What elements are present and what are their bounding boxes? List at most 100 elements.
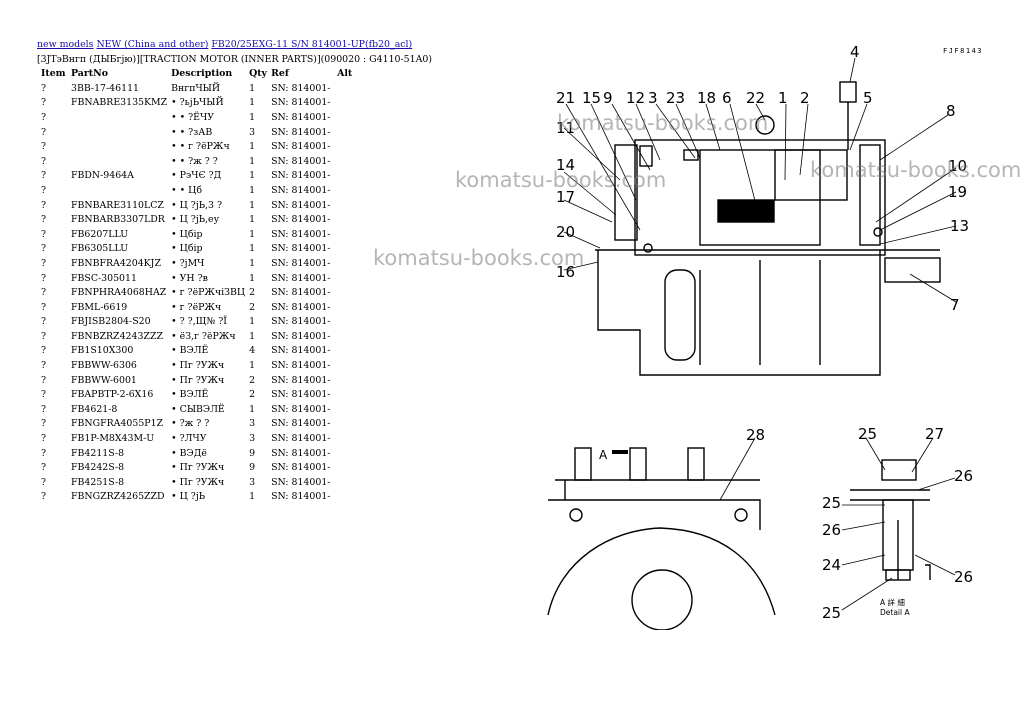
- cell-item: ?: [41, 184, 47, 196]
- cell-ref: SN: 814001-: [271, 345, 331, 357]
- cell-partno: FBML-6619: [71, 301, 128, 313]
- header-alt: Alt: [337, 68, 353, 80]
- cell-description: • г ?ёРЖчіЗВЦ: [171, 287, 246, 299]
- breadcrumb-link-model[interactable]: FB20/25EXG-11 S/N 814001-UP(fb20_acl): [211, 39, 413, 50]
- cell-item: ?: [41, 374, 47, 386]
- callout-label: 17: [556, 188, 575, 206]
- cell-description: • • ?ж ? ?: [171, 155, 218, 167]
- cell-ref: SN: 814001-: [271, 403, 331, 415]
- callout-label: 26: [822, 521, 841, 539]
- header-qty: Qty: [249, 68, 268, 80]
- callout-label: 12: [626, 89, 645, 107]
- cell-ref: SN: 814001-: [271, 257, 331, 269]
- cell-qty: 1: [249, 360, 256, 372]
- callout-label: 21: [556, 89, 575, 107]
- cell-description: • УН ?в: [171, 272, 208, 284]
- detail-caption-jp: A 詳 細: [880, 598, 905, 607]
- cell-alt: [335, 432, 359, 447]
- cell-alt: [335, 228, 359, 243]
- cell-qty: 1: [249, 82, 256, 94]
- cell-partno: FBNBARE3110LCZ: [71, 199, 164, 211]
- vent-slots: [664, 269, 696, 361]
- cell-qty: 3: [249, 433, 256, 445]
- cell-item: ?: [41, 447, 47, 459]
- cell-alt: [335, 301, 359, 316]
- cell-alt: [335, 388, 359, 403]
- cell-ref: SN: 814001-: [271, 82, 331, 94]
- cell-description: • Пг ?УЖч: [171, 374, 225, 386]
- cell-qty: 9: [249, 447, 256, 459]
- cell-partno: FB4242S-8: [71, 462, 125, 474]
- cell-item: ?: [41, 214, 47, 226]
- cell-alt: [335, 257, 359, 272]
- cell-description: • Цбір: [171, 228, 203, 240]
- cell-qty: 2: [249, 301, 256, 313]
- cell-ref: SN: 814001-: [271, 360, 331, 372]
- cell-partno: FBNBARB3307LDR: [71, 214, 165, 226]
- cell-alt: [335, 330, 359, 345]
- cell-ref: SN: 814001-: [271, 228, 331, 240]
- cell-description: • г ?ёРЖч: [171, 301, 222, 313]
- cell-qty: 1: [249, 272, 256, 284]
- cell-qty: 1: [249, 330, 256, 342]
- parts-list-panel: new models NEW (China and other) FB20/25…: [37, 38, 507, 505]
- callout-label: 14: [556, 156, 575, 174]
- cell-qty: 2: [249, 374, 256, 386]
- callout-label: 13: [950, 217, 969, 235]
- cell-description: • Цбір: [171, 243, 203, 255]
- callout-label: 23: [666, 89, 685, 107]
- cell-partno: FB1P-M8X43M-U: [71, 433, 155, 445]
- cell-description: • СЫВЭЛЁ: [171, 403, 225, 415]
- cell-partno: FBAPBTP-2-6X16: [71, 389, 154, 401]
- cell-partno: FBSC-305011: [71, 272, 137, 284]
- callout-label: 26: [954, 568, 973, 586]
- cell-description: ВнгпЧЫЙ: [171, 82, 221, 94]
- cell-ref: SN: 814001-: [271, 316, 331, 328]
- breadcrumb-link-new-models[interactable]: new models: [37, 39, 94, 50]
- cell-ref: SN: 814001-: [271, 126, 331, 138]
- cell-qty: 3: [249, 418, 256, 430]
- cell-partno: [69, 184, 169, 199]
- cell-qty: 1: [249, 111, 256, 123]
- callout-label: 22: [746, 89, 765, 107]
- cell-qty: 1: [249, 97, 256, 109]
- cell-alt: [335, 184, 359, 199]
- cell-alt: [335, 403, 359, 418]
- cell-description: • ?ЛЧУ: [171, 433, 207, 445]
- leader-lines: [563, 57, 957, 611]
- breadcrumb-link-region[interactable]: NEW (China and other): [96, 39, 209, 50]
- cell-partno: 3BB-17-46111: [71, 82, 140, 94]
- watermark-3: komatsu-books.com: [810, 158, 1022, 182]
- cell-item: ?: [41, 476, 47, 488]
- breadcrumb: new models NEW (China and other) FB20/25…: [37, 38, 507, 53]
- cell-ref: SN: 814001-: [271, 287, 331, 299]
- cell-partno: FBNGFRA4055P1Z: [71, 418, 164, 430]
- callout-label: 5: [863, 89, 873, 107]
- cell-description: • Пг ?УЖч: [171, 360, 225, 372]
- cell-item: ?: [41, 272, 47, 284]
- terminal-connector: [839, 81, 857, 103]
- cell-item: ?: [41, 97, 47, 109]
- cell-item: ?: [41, 330, 47, 342]
- cell-qty: 1: [249, 491, 256, 503]
- end-bracket-left: [614, 144, 638, 241]
- cell-alt: [335, 126, 359, 141]
- callout-label: 9: [603, 89, 613, 107]
- cell-item: ?: [41, 301, 47, 313]
- cell-item: ?: [41, 418, 47, 430]
